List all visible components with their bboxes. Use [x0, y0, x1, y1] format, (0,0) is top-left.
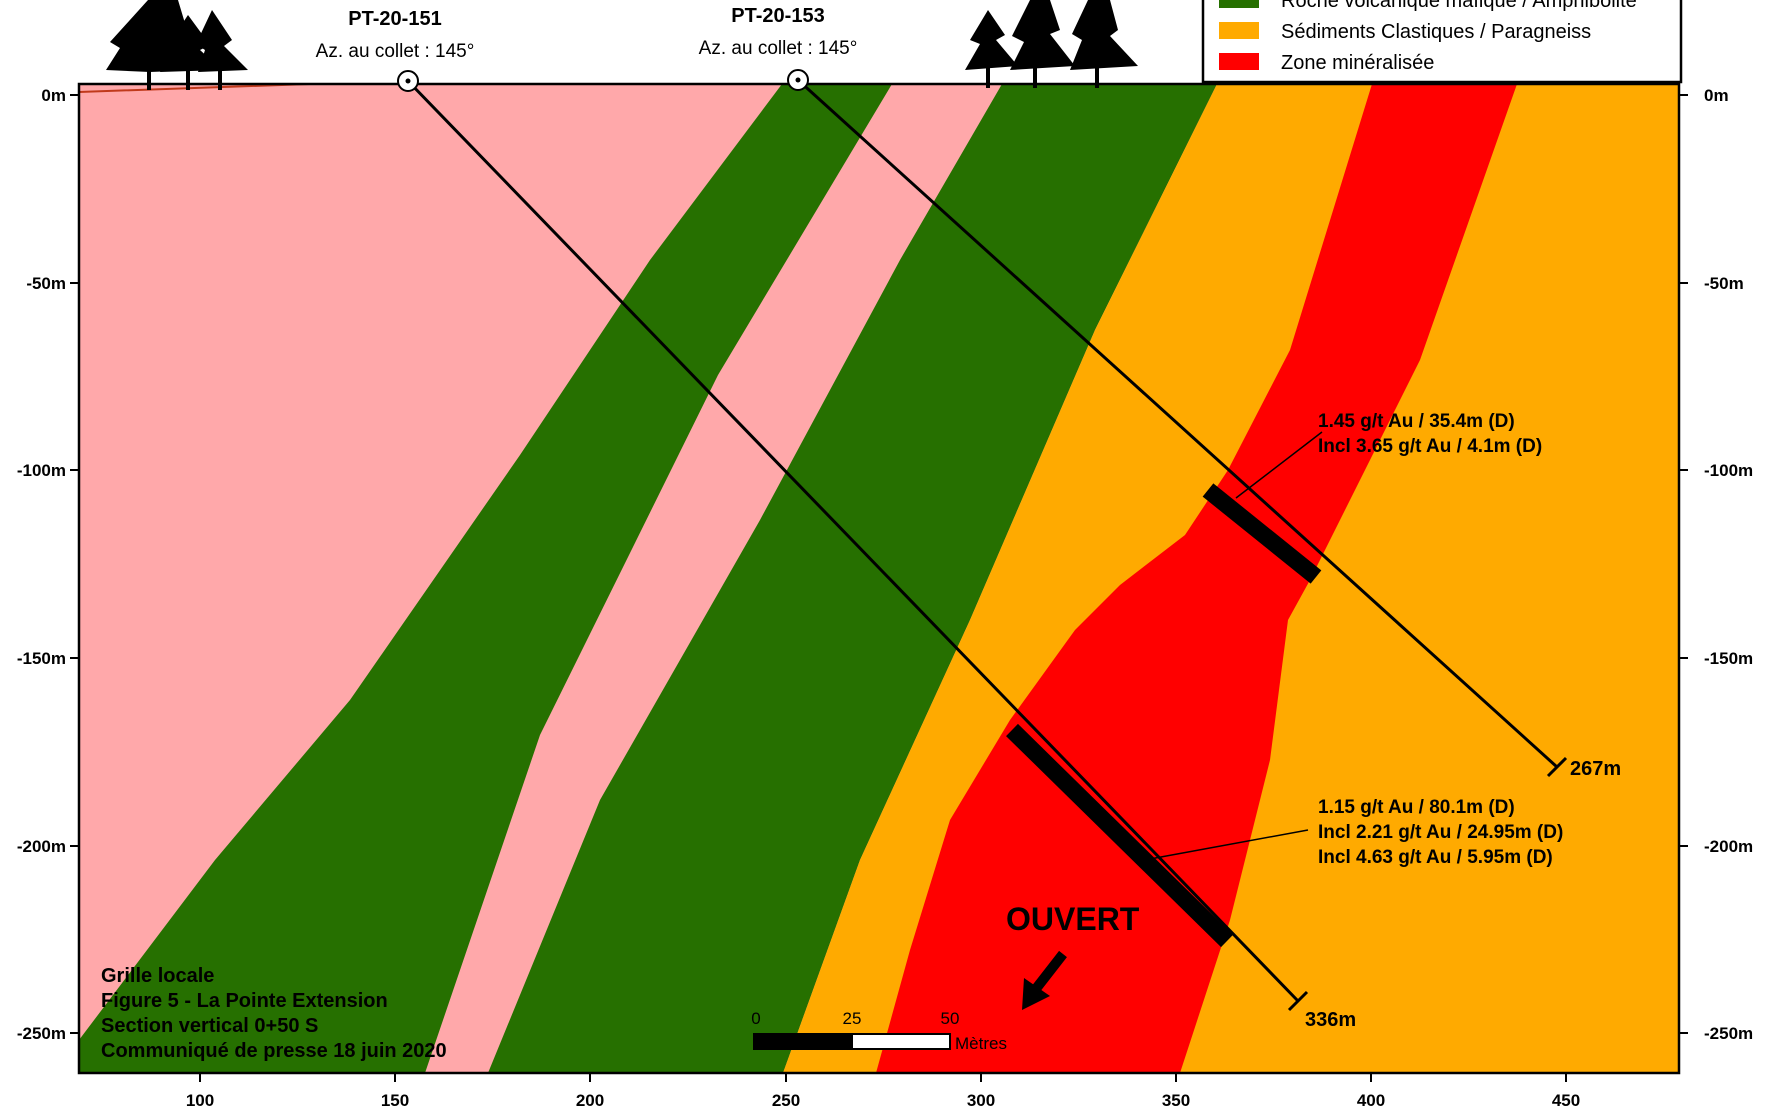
x-tick-label: 400: [1357, 1091, 1385, 1109]
scale-bar-white-segment: [851, 1033, 951, 1050]
y-tick-label-right: -250m: [1704, 1024, 1753, 1043]
scale-bar-black-segment: [753, 1033, 853, 1050]
y-tick-label-left: -200m: [17, 837, 66, 856]
y-tick-label-left: -250m: [17, 1024, 66, 1043]
assay-line: Incl 4.63 g/t Au / 5.95m (D): [1318, 847, 1553, 868]
intercept-labels-151: 1.15 g/t Au / 80.1m (D) Incl 2.21 g/t Au…: [1318, 797, 1563, 868]
x-tick-label: 250: [772, 1091, 800, 1109]
y-axis-right-ticks: [1679, 94, 1688, 1034]
tree-icon: [186, 70, 190, 90]
tree-icon: [986, 68, 990, 88]
caption-line: Communiqué de presse 18 juin 2020: [101, 1040, 447, 1062]
legend-swatch: [1219, 0, 1259, 8]
legend-label: Zone minéralisée: [1281, 52, 1434, 74]
legend: Roche volcanique mafique / Amphibolite S…: [1201, 0, 1683, 84]
mineralized-zone: [876, 84, 1517, 1073]
tree-icon: [965, 10, 1018, 70]
drillhole-pt-20-151: PT-20-151 Az. au collet : 145° 336m: [316, 8, 1356, 1031]
y-tick-label-left: -150m: [17, 649, 66, 668]
y-tick-label-right: -50m: [1704, 274, 1744, 293]
intercept-bar: [1006, 723, 1233, 948]
x-axis: [199, 1073, 1567, 1082]
scale-label: 50: [941, 1009, 960, 1028]
drillhole-azimuth: Az. au collet : 145°: [316, 41, 475, 62]
drillhole-name: PT-20-153: [731, 5, 824, 27]
scale-label: 0: [751, 1009, 760, 1028]
open-label: OUVERT: [1006, 901, 1140, 937]
y-tick-label-right: -100m: [1704, 461, 1753, 480]
scale-label: 25: [843, 1009, 862, 1028]
x-tick-label: 200: [576, 1091, 604, 1109]
y-tick-label-left: -50m: [26, 274, 66, 293]
collar-dot: [405, 78, 411, 84]
intercept-leader: [1235, 431, 1323, 499]
y-tick-label-left: -100m: [17, 461, 66, 480]
intercept-labels-153: 1.45 g/t Au / 35.4m (D) Incl 3.65 g/t Au…: [1318, 411, 1542, 457]
drillhole-end-depth: 336m: [1305, 1009, 1356, 1031]
x-tick-label: 300: [967, 1091, 995, 1109]
x-tick-label: 450: [1552, 1091, 1580, 1109]
tree-icon: [196, 10, 248, 72]
y-tick-label-right: -150m: [1704, 649, 1753, 668]
tree-icon: [1070, 0, 1138, 70]
volcanic-band-1: [79, 84, 892, 1073]
tree-group-left: [106, 0, 248, 90]
plot-frame: [77, 82, 1681, 1075]
drillhole-trace: [406, 79, 1300, 1003]
arrow-down-left-icon: [1022, 950, 1067, 1010]
drillhole-end-depth: 267m: [1570, 758, 1621, 780]
y-tick-label-left: 0m: [41, 86, 66, 105]
drillhole-pt-20-153: PT-20-153 Az. au collet : 145° 267m: [699, 5, 1621, 780]
y-tick-label-right: 0m: [1704, 86, 1729, 105]
legend-label: Sédiments Clastiques / Paragneiss: [1281, 21, 1591, 43]
caption-line: Section vertical 0+50 S: [101, 1015, 318, 1037]
x-tick-label: 350: [1162, 1091, 1190, 1109]
caption-line: Grille locale: [101, 965, 214, 987]
tree-icon: [147, 70, 151, 90]
assay-line: Incl 2.21 g/t Au / 24.95m (D): [1318, 822, 1563, 843]
intercept-bar: [1202, 483, 1322, 584]
collar-dot: [795, 77, 801, 83]
legend-label: Roche volcanique mafique / Amphibolite: [1281, 0, 1637, 12]
tree-group-right: [965, 0, 1138, 88]
volcanic-band-2: [488, 84, 1217, 1073]
assay-line: Incl 3.65 g/t Au / 4.1m (D): [1318, 436, 1542, 457]
legend-box: [1201, 0, 1683, 84]
tree-icon: [218, 70, 222, 90]
drillhole-name: PT-20-151: [348, 8, 441, 30]
legend-swatch: [1219, 53, 1259, 70]
figure-caption: Grille locale Figure 5 - La Pointe Exten…: [101, 965, 447, 1062]
caption-line: Figure 5 - La Pointe Extension: [101, 990, 388, 1012]
assay-line: 1.45 g/t Au / 35.4m (D): [1318, 411, 1515, 432]
y-axis-left-ticks: [70, 94, 79, 1034]
x-tick-label: 100: [186, 1091, 214, 1109]
scale-unit: Mètres: [955, 1034, 1007, 1053]
tree-icon: [1010, 0, 1075, 70]
tree-icon: [1095, 68, 1099, 88]
scale-bar: 0 25 50 Mètres: [751, 1009, 1007, 1053]
intercept-leader: [1149, 829, 1309, 860]
drillhole-trace: [796, 78, 1559, 769]
y-tick-label-right: -200m: [1704, 837, 1753, 856]
drillhole-end-cap: [1287, 990, 1309, 1012]
drillhole-end-cap: [1546, 756, 1568, 778]
x-tick-label: 150: [381, 1091, 409, 1109]
assay-line: 1.15 g/t Au / 80.1m (D): [1318, 797, 1515, 818]
legend-swatch: [1219, 22, 1259, 39]
tree-icon: [1033, 68, 1037, 88]
drillhole-azimuth: Az. au collet : 145°: [699, 38, 858, 59]
